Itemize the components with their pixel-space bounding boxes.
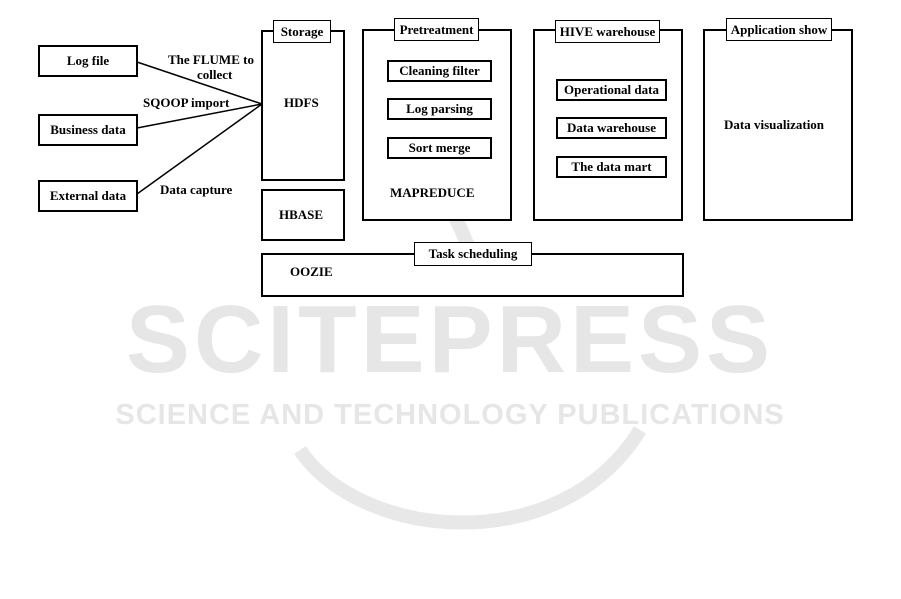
- sqoop-connector: [136, 103, 263, 129]
- flume-label-line2: collect: [197, 67, 233, 82]
- log-parsing-node: Log parsing: [387, 98, 492, 120]
- oozie-label: OOZIE: [290, 264, 333, 279]
- business-data-label: Business data: [50, 122, 126, 137]
- external-data-label: External data: [49, 188, 127, 203]
- external-data-node: External data: [38, 180, 138, 212]
- application-box: [703, 29, 853, 221]
- hdfs-label: HDFS: [284, 95, 319, 110]
- hive-tab: HIVE warehouse: [555, 20, 660, 43]
- mapreduce-label: MAPREDUCE: [390, 185, 475, 200]
- sqoop-label: SQOOP import: [143, 95, 230, 110]
- log-file-node: Log file: [38, 45, 138, 77]
- hbase-box: [261, 189, 345, 241]
- data-warehouse-node: Data warehouse: [556, 117, 667, 139]
- task-scheduling-tab: Task scheduling: [414, 242, 532, 266]
- data-mart-node: The data mart: [556, 156, 667, 178]
- watermark-title: SCITEPRESS: [126, 286, 774, 393]
- log-file-label: Log file: [66, 53, 110, 68]
- flume-label-line1: The FLUME to: [168, 52, 254, 67]
- hbase-label: HBASE: [279, 207, 324, 222]
- capture-connector: [136, 103, 263, 195]
- pretreatment-tab: Pretreatment: [394, 18, 479, 41]
- business-data-node: Business data: [38, 114, 138, 146]
- sort-merge-node: Sort merge: [387, 137, 492, 159]
- hdfs-box: [261, 30, 345, 181]
- operational-data-node: Operational data: [556, 79, 667, 101]
- cleaning-filter-node: Cleaning filter: [387, 60, 492, 82]
- storage-tab: Storage: [273, 20, 331, 43]
- flume-connector: [136, 61, 263, 105]
- data-visualization-label: Data visualization: [724, 117, 825, 132]
- data-capture-label: Data capture: [160, 182, 233, 197]
- watermark-subtitle: SCIENCE AND TECHNOLOGY PUBLICATIONS: [115, 399, 784, 431]
- application-tab: Application show: [726, 18, 832, 41]
